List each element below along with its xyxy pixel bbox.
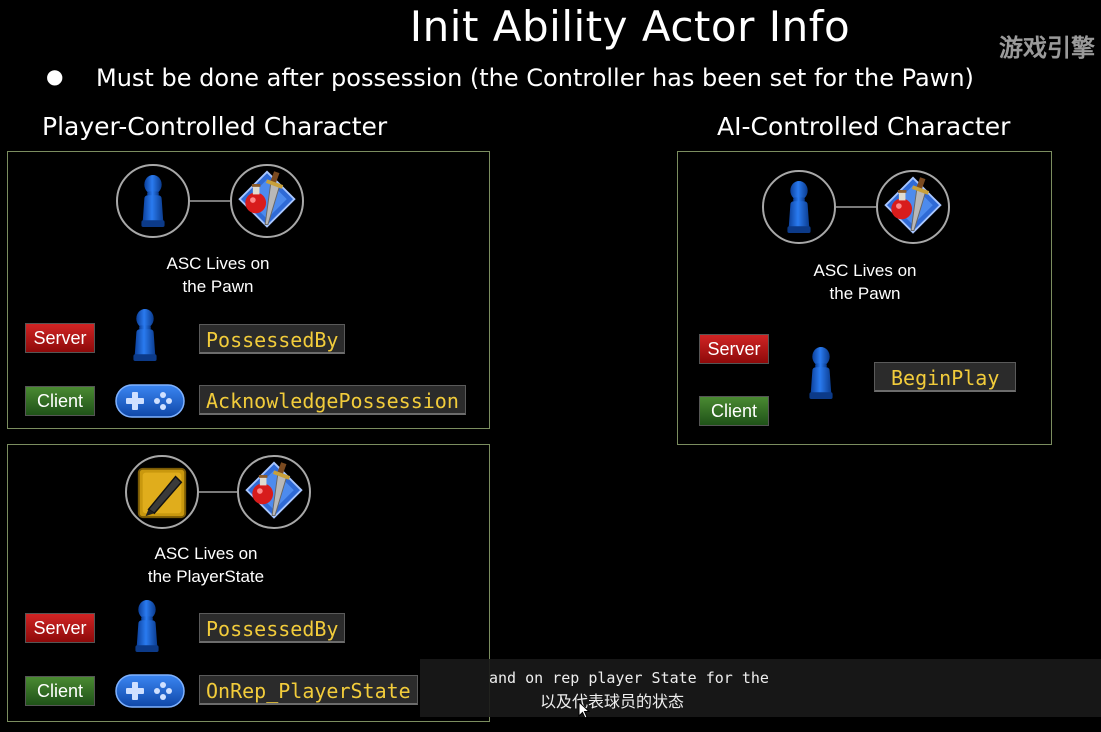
ai-pawn-panel: ASC Lives on the Pawn Server Client Begi…: [677, 151, 1052, 445]
pawn-circle: [116, 164, 190, 238]
ability-sword-potion-icon: [884, 176, 942, 234]
ability-circle: [237, 455, 311, 529]
mouse-cursor-icon: [578, 701, 590, 719]
ai-section-title: AI-Controlled Character: [717, 112, 1011, 141]
ability-circle: [876, 170, 950, 244]
server-badge: Server: [699, 334, 769, 364]
player-playerstate-panel: ASC Lives on the PlayerState Server Poss…: [7, 444, 490, 722]
subtitle-chinese: 以及代表球员的状态: [540, 692, 685, 711]
asc-location-label: ASC Lives on the Pawn: [118, 252, 318, 298]
player-state-notebook-icon: [137, 467, 187, 519]
circle-connector: [190, 200, 230, 202]
player-section-title: Player-Controlled Character: [42, 112, 388, 141]
asc-label-line2: the Pawn: [829, 284, 901, 303]
slide-title: Init Ability Actor Info: [409, 2, 851, 51]
server-badge: Server: [25, 323, 95, 353]
circle-connector: [199, 491, 237, 493]
pawn-icon: [133, 308, 157, 362]
server-function-box: PossessedBy: [199, 613, 346, 643]
asc-label-line1: ASC Lives on: [166, 254, 270, 273]
shared-function-box: BeginPlay: [874, 362, 1017, 392]
ability-sword-potion-icon: [245, 461, 303, 519]
server-badge: Server: [25, 613, 95, 643]
gamepad-icon: [115, 674, 185, 708]
pawn-icon: [809, 346, 833, 400]
server-function-box: PossessedBy: [199, 324, 346, 354]
player-pawn-panel: ASC Lives on the Pawn Server PossessedBy…: [7, 151, 490, 429]
ability-sword-potion-icon: [238, 170, 296, 228]
bullet-text: Must be done after possession (the Contr…: [96, 64, 974, 92]
watermark: 游戏引擎: [999, 34, 1095, 62]
pawn-icon: [141, 174, 165, 228]
client-badge: Client: [25, 386, 95, 416]
asc-label-line1: ASC Lives on: [154, 544, 258, 563]
client-badge: Client: [699, 396, 769, 426]
pawn-icon: [787, 180, 811, 234]
subtitle-english: and on rep player State for the: [489, 669, 769, 687]
circle-connector: [836, 206, 876, 208]
client-function-box: OnRep_PlayerState: [199, 675, 418, 705]
notebook-circle: [125, 455, 199, 529]
asc-label-line1: ASC Lives on: [813, 261, 917, 280]
subtitle-background: [420, 659, 1101, 717]
pawn-icon: [135, 599, 159, 653]
gamepad-icon: [115, 384, 185, 418]
asc-label-line2: the Pawn: [182, 277, 254, 296]
ability-circle: [230, 164, 304, 238]
pawn-circle: [762, 170, 836, 244]
asc-location-label: ASC Lives on the PlayerState: [106, 542, 306, 588]
client-function-box: AcknowledgePossession: [199, 385, 466, 415]
client-badge: Client: [25, 676, 95, 706]
asc-label-line2: the PlayerState: [147, 567, 265, 586]
asc-location-label: ASC Lives on the Pawn: [765, 259, 965, 305]
bullet-dot: ●: [46, 64, 64, 88]
